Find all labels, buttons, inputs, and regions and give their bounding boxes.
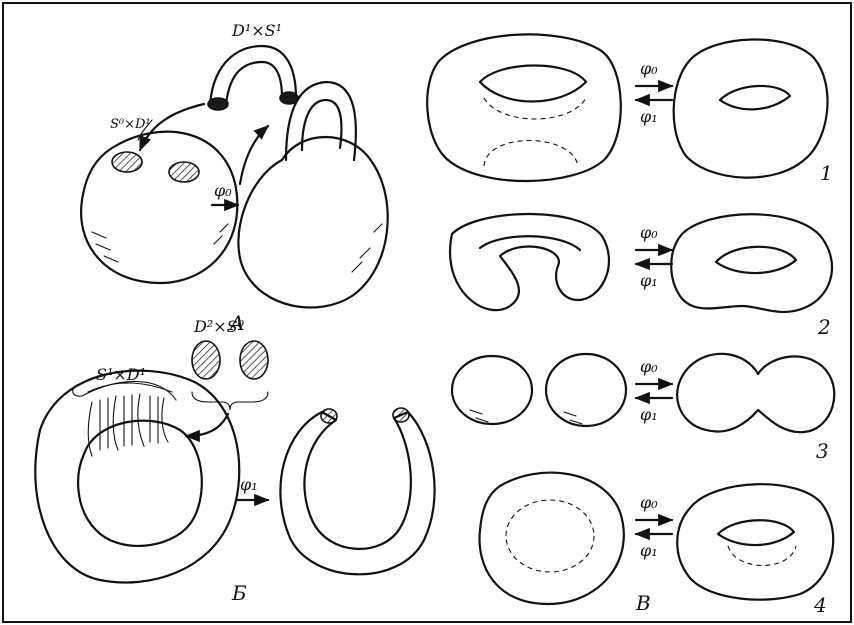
row-1-number: 1 [820, 161, 833, 185]
horseshoe-end-right [393, 408, 409, 422]
disc-right [240, 341, 268, 379]
panel-b-map-label: φ₁ [240, 475, 258, 494]
handle-arch-inner [302, 100, 341, 150]
row-3-backward-label: φ₁ [640, 405, 658, 424]
row-3-sphere-right [546, 354, 626, 426]
horseshoe-end-left [321, 409, 337, 423]
feet-label: S⁰×D¹ [110, 117, 151, 132]
row-4: φ₀ φ₁ 4 [480, 473, 834, 617]
band-brace-arc [88, 383, 172, 392]
row-2-inner-lip [480, 236, 580, 250]
row-4-backward-label: φ₁ [640, 541, 658, 560]
discs-label: D²×S⁰ [193, 317, 245, 336]
row-3-dumbbell [677, 354, 834, 432]
row-4-dashed-circle [506, 500, 594, 572]
panel-a-map-label: φ₀ [214, 181, 232, 200]
row-1-backward-label: φ₁ [640, 107, 658, 126]
sphere-with-handle [238, 137, 387, 308]
row-4-number: 4 [813, 593, 827, 617]
row-2-backward-label: φ₁ [640, 271, 658, 290]
row-3: φ₀ φ₁ 3 [452, 354, 834, 463]
panel-v-label: B [635, 591, 651, 615]
attaching-hole-right [169, 162, 199, 182]
row-4-torus [677, 484, 833, 599]
row-4-forward-label: φ₀ [640, 493, 658, 512]
thick-ring-inner [78, 421, 202, 546]
disc-left [192, 341, 220, 379]
horseshoe [280, 412, 434, 574]
row-3-number: 3 [816, 439, 829, 463]
row-1-hole-right [720, 86, 790, 109]
row-3-sphere-left [452, 356, 532, 424]
row-2-forward-label: φ₀ [640, 223, 658, 242]
row-2: φ₀ φ₁ 2 [450, 214, 832, 339]
row-4-torus-hole [718, 520, 794, 545]
row-1-forward-label: φ₀ [640, 59, 658, 78]
row-4-dashed-curve [728, 546, 796, 566]
row-2-torus [671, 214, 832, 312]
attaching-hole-left [112, 152, 142, 172]
handle-label: D¹×S¹ [231, 21, 282, 40]
sphere-with-holes [81, 132, 237, 283]
row-2-torus-hole [716, 247, 796, 273]
panel-b-label: Б [231, 581, 247, 605]
panel-v: φ₀ φ₁ 1 φ₀ φ₁ 2 φ₀ φ₁ 3 [427, 34, 834, 617]
row-1: φ₀ φ₁ 1 [427, 34, 833, 185]
sphere-shading [92, 224, 228, 262]
panel-b: φ₁ S¹×D¹ D²×S⁰ Б [35, 317, 434, 605]
panel-a: φ₀ D¹×S¹ S⁰×D¹ A [81, 21, 388, 335]
row-1-dashed-left [484, 98, 586, 166]
row-3-forward-label: φ₀ [640, 357, 658, 376]
row-2-number: 2 [817, 315, 831, 339]
row-1-torus-left [427, 34, 621, 181]
handle-tube-inner [226, 62, 282, 104]
discs-brace [192, 392, 268, 410]
row-4-sphere [480, 473, 624, 604]
discs-attach-arrow [186, 414, 228, 436]
row-1-hole-left [480, 66, 586, 102]
band-label: S¹×D¹ [96, 365, 146, 384]
row-2-horseshoe [450, 214, 609, 310]
handle-end-left [208, 98, 228, 110]
